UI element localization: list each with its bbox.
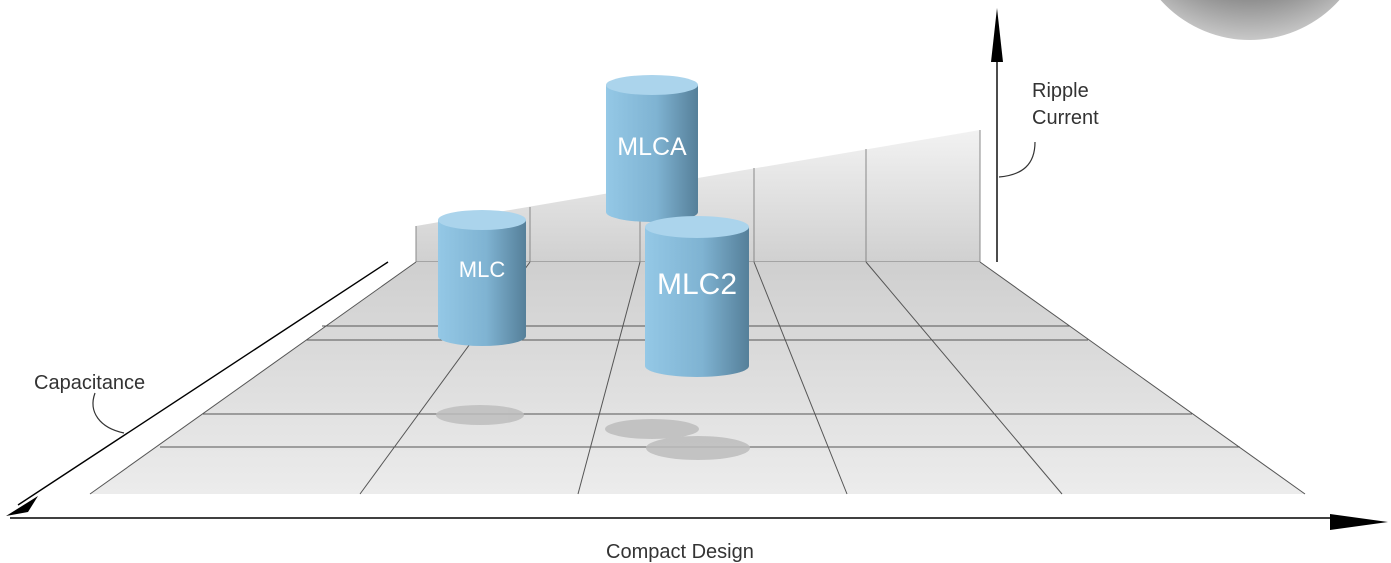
- cylinder-shadows: [436, 405, 750, 460]
- ripple-label-line2: Current: [1032, 107, 1099, 129]
- ripple-axis-arrowhead: [991, 8, 1003, 62]
- axes: [6, 8, 1388, 530]
- capacitance-callout: [92, 392, 125, 434]
- compact-design-label: Compact Design: [606, 541, 754, 563]
- mlc2-label: MLC2: [657, 268, 737, 301]
- mlc2-shadow: [646, 436, 750, 460]
- ripple-label-line1: Ripple: [1032, 80, 1089, 102]
- capacitance-axis-arrowhead: [6, 496, 38, 516]
- decorative-photo-corner: [1160, 0, 1340, 40]
- mlc2-cylinder: MLC2: [645, 216, 749, 377]
- capacitance-label: Capacitance: [34, 372, 145, 394]
- mlc-cylinder: MLC: [438, 210, 526, 346]
- compact-axis-arrowhead: [1330, 514, 1388, 530]
- mlc-label: MLC: [459, 257, 506, 282]
- mlc-shadow: [436, 405, 524, 425]
- mlca-label: MLCA: [617, 133, 687, 161]
- ripple-callout: [998, 141, 1036, 178]
- mlca-shadow: [605, 419, 699, 439]
- mlca-cylinder: MLCA: [606, 75, 698, 222]
